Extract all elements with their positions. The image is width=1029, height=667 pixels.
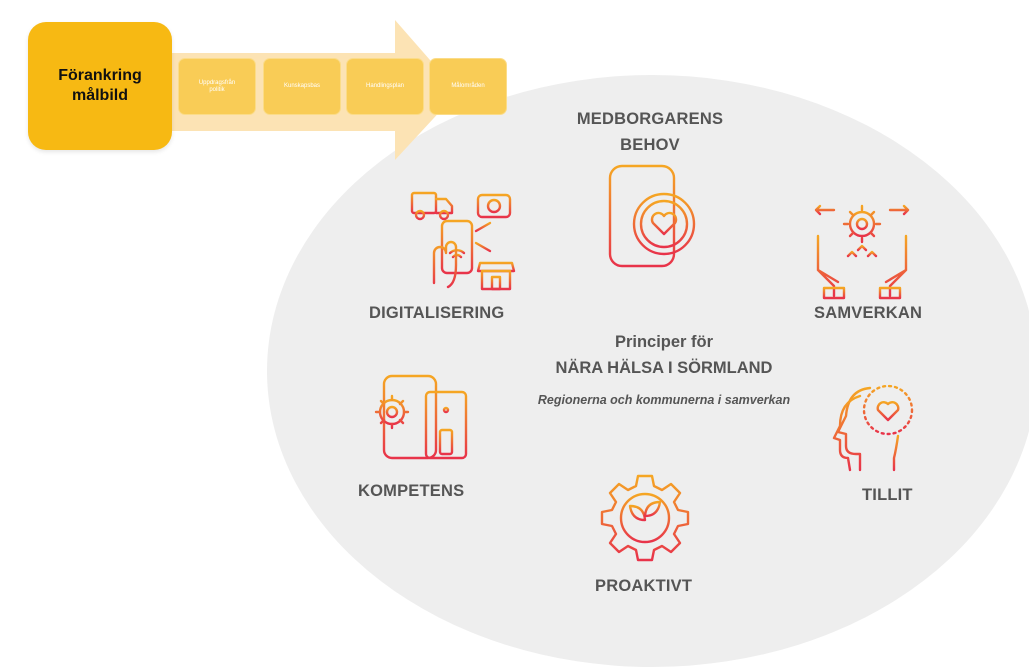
label-kompetens: KOMPETENS — [358, 482, 465, 500]
camera-icon — [476, 190, 512, 219]
principles-title: Principer för NÄRA HÄLSA I SÖRMLAND — [555, 333, 773, 377]
process-step-2: Kunskapsbas — [263, 58, 341, 115]
digitalisering-icon — [410, 190, 516, 291]
label-samverkan: SAMVERKAN — [814, 304, 923, 322]
principles-subtitle: Regionerna och kommunerna i samverkan — [537, 393, 791, 407]
start-box: Förankring målbild — [28, 22, 172, 150]
phone-wifi-icon — [432, 219, 492, 289]
principles-ellipse — [267, 75, 1029, 667]
label-digitalisering: DIGITALISERING — [369, 304, 505, 322]
truck-icon — [410, 191, 454, 221]
store-icon — [476, 261, 516, 291]
label-tillit: TILLIT — [862, 486, 913, 504]
process-step-3: Handlingsplan — [346, 58, 424, 115]
label-proaktivt: PROAKTIVT — [595, 577, 693, 595]
phone-gear-icon — [374, 374, 468, 460]
label-medborgarens-behov: MEDBORGARENS BEHOV — [576, 110, 724, 154]
process-step-4: Målområden — [429, 58, 507, 115]
gear-hands-icon — [814, 204, 910, 300]
process-step-1: Uppdragsfrån politik — [178, 58, 256, 115]
head-heart-icon — [832, 384, 914, 472]
gear-plant-icon — [600, 474, 690, 562]
start-box-label: Förankring målbild — [58, 67, 142, 104]
phone-heart-icon — [608, 164, 702, 268]
